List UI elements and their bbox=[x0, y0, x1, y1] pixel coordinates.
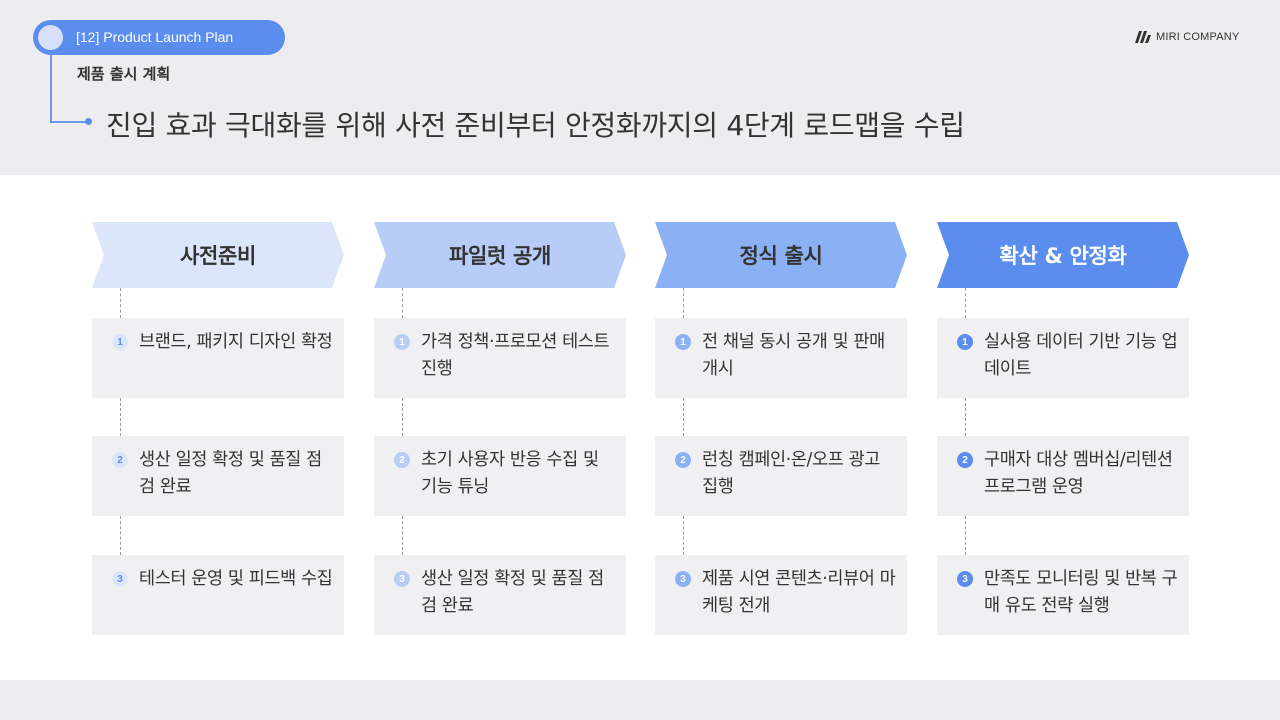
dashed-connector bbox=[965, 398, 966, 436]
section-subtitle: 제품 출시 계획 bbox=[77, 65, 171, 83]
dashed-connector bbox=[402, 516, 403, 555]
connector-horizontal-line bbox=[50, 121, 88, 123]
dashed-connector bbox=[402, 288, 403, 318]
task-text: 생산 일정 확정 및 품질 점검 완료 bbox=[139, 450, 322, 497]
task-item: 3 제품 시연 콘텐츠·리뷰어 마케팅 전개 bbox=[655, 555, 907, 635]
chevron-shape-icon bbox=[937, 222, 1189, 288]
phase-chevron: 사전준비 bbox=[92, 222, 344, 288]
task-text: 제품 시연 콘텐츠·리뷰어 마케팅 전개 bbox=[702, 569, 896, 616]
chevron-shape-icon bbox=[655, 222, 907, 288]
task-item: 2 런칭 캠페인·온/오프 광고 집행 bbox=[655, 436, 907, 516]
task-item: 1 브랜드, 패키지 디자인 확정 bbox=[92, 318, 344, 398]
task-text: 실사용 데이터 기반 기능 업데이트 bbox=[984, 332, 1178, 379]
dashed-connector bbox=[120, 398, 121, 436]
dashed-connector bbox=[402, 398, 403, 436]
dashed-connector bbox=[965, 288, 966, 318]
dashed-connector bbox=[120, 516, 121, 555]
step-number-badge: 2 bbox=[675, 452, 691, 468]
step-number-badge: 1 bbox=[112, 334, 128, 350]
dashed-connector bbox=[965, 516, 966, 555]
step-number-badge: 1 bbox=[957, 334, 973, 350]
page-headline: 진입 효과 극대화를 위해 사전 준비부터 안정화까지의 4단계 로드맵을 수립 bbox=[106, 109, 965, 142]
connector-dot-icon bbox=[85, 118, 92, 125]
slide-tag-label: [12] Product Launch Plan bbox=[76, 29, 234, 45]
task-item: 2 초기 사용자 반응 수집 및 기능 튜닝 bbox=[374, 436, 626, 516]
chevron-shape-icon bbox=[374, 222, 626, 288]
step-number-badge: 3 bbox=[957, 571, 973, 587]
task-text: 런칭 캠페인·온/오프 광고 집행 bbox=[702, 450, 880, 497]
dashed-connector bbox=[683, 288, 684, 318]
roadmap-area: 사전준비 1 브랜드, 패키지 디자인 확정 2 생산 일정 확정 및 품질 점검 완료… bbox=[0, 175, 1280, 680]
dashed-connector bbox=[683, 516, 684, 555]
phase-title: 사전준비 bbox=[179, 244, 257, 268]
phase-title: 파일럿 공개 bbox=[448, 244, 552, 268]
slide-tag: [12] Product Launch Plan bbox=[33, 20, 285, 55]
step-number-badge: 2 bbox=[957, 452, 973, 468]
task-text: 생산 일정 확정 및 품질 점검 완료 bbox=[421, 569, 604, 616]
tag-circle-icon bbox=[38, 25, 63, 50]
step-number-badge: 3 bbox=[675, 571, 691, 587]
task-item: 1 실사용 데이터 기반 기능 업데이트 bbox=[937, 318, 1189, 398]
logo-mark-icon bbox=[1135, 31, 1151, 43]
step-number-badge: 1 bbox=[394, 334, 410, 350]
task-text: 구매자 대상 멤버십/리텐션 프로그램 운영 bbox=[984, 450, 1173, 497]
step-number-badge: 2 bbox=[394, 452, 410, 468]
task-item: 3 테스터 운영 및 피드백 수집 bbox=[92, 555, 344, 635]
task-item: 1 전 채널 동시 공개 및 판매 개시 bbox=[655, 318, 907, 398]
task-text: 브랜드, 패키지 디자인 확정 bbox=[139, 332, 333, 352]
logo-text: MIRI COMPANY bbox=[1156, 31, 1240, 43]
dashed-connector bbox=[683, 398, 684, 436]
phase-chevron: 확산 & 안정화 bbox=[937, 222, 1189, 288]
phase-chevron: 정식 출시 bbox=[655, 222, 907, 288]
connector-vertical-line bbox=[50, 55, 52, 122]
task-item: 3 만족도 모니터링 및 반복 구매 유도 전략 실행 bbox=[937, 555, 1189, 635]
phase-title: 확산 & 안정화 bbox=[999, 244, 1127, 268]
task-text: 전 채널 동시 공개 및 판매 개시 bbox=[702, 332, 885, 379]
footer-band bbox=[0, 680, 1280, 720]
phase-column: 정식 출시 1 전 채널 동시 공개 및 판매 개시 2 런칭 캠페인·온/오프 광고 … bbox=[655, 222, 907, 635]
company-logo: MIRI COMPANY bbox=[1134, 30, 1239, 44]
task-item: 2 구매자 대상 멤버십/리텐션 프로그램 운영 bbox=[937, 436, 1189, 516]
phase-column: 사전준비 1 브랜드, 패키지 디자인 확정 2 생산 일정 확정 및 품질 점검 완료… bbox=[92, 222, 344, 635]
task-text: 만족도 모니터링 및 반복 구매 유도 전략 실행 bbox=[984, 569, 1178, 616]
phase-title: 정식 출시 bbox=[739, 244, 823, 268]
phase-column: 파일럿 공개 1 가격 정책·프로모션 테스트 진행 2 초기 사용자 반응 수집 및 … bbox=[374, 222, 626, 635]
task-text: 가격 정책·프로모션 테스트 진행 bbox=[421, 332, 610, 379]
step-number-badge: 2 bbox=[112, 452, 128, 468]
task-item: 3 생산 일정 확정 및 품질 점검 완료 bbox=[374, 555, 626, 635]
phase-column: 확산 & 안정화 1 실사용 데이터 기반 기능 업데이트 2 구매자 대상 멤버십/리… bbox=[937, 222, 1189, 635]
task-item: 2 생산 일정 확정 및 품질 점검 완료 bbox=[92, 436, 344, 516]
task-text: 테스터 운영 및 피드백 수집 bbox=[139, 569, 333, 589]
phase-chevron: 파일럿 공개 bbox=[374, 222, 626, 288]
step-number-badge: 3 bbox=[112, 571, 128, 587]
task-text: 초기 사용자 반응 수집 및 기능 튜닝 bbox=[421, 450, 599, 497]
dashed-connector bbox=[120, 288, 121, 318]
step-number-badge: 1 bbox=[675, 334, 691, 350]
header-band: [12] Product Launch Plan 제품 출시 계획 진입 효과 … bbox=[0, 0, 1280, 175]
task-item: 1 가격 정책·프로모션 테스트 진행 bbox=[374, 318, 626, 398]
step-number-badge: 3 bbox=[394, 571, 410, 587]
chevron-shape-icon bbox=[92, 222, 344, 288]
